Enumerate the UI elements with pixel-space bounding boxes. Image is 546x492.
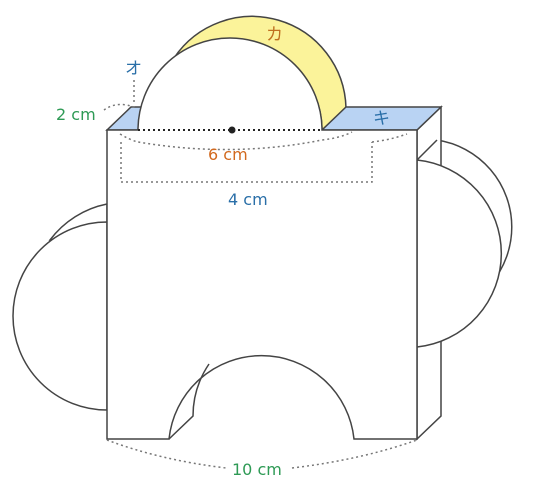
label-ki: キ <box>373 109 390 129</box>
label-total-width: 10 cm <box>232 460 282 479</box>
total-width-brace <box>106 439 227 469</box>
top-face-o <box>105 106 142 131</box>
front-face <box>106 37 418 440</box>
arch-inner-edge <box>168 363 210 440</box>
inner-width-bracket <box>120 142 373 183</box>
label-depth: 2 cm <box>56 105 96 124</box>
label-ka: カ <box>266 25 283 45</box>
label-radius-top: 6 cm <box>208 145 248 164</box>
label-inner-width: 4 cm <box>228 190 268 209</box>
label-o: オ <box>125 59 142 79</box>
left-front-half-disc <box>12 221 108 411</box>
right-front-half-disc <box>416 159 502 348</box>
center-dot <box>228 126 236 134</box>
depth-dim-arc <box>103 103 137 111</box>
